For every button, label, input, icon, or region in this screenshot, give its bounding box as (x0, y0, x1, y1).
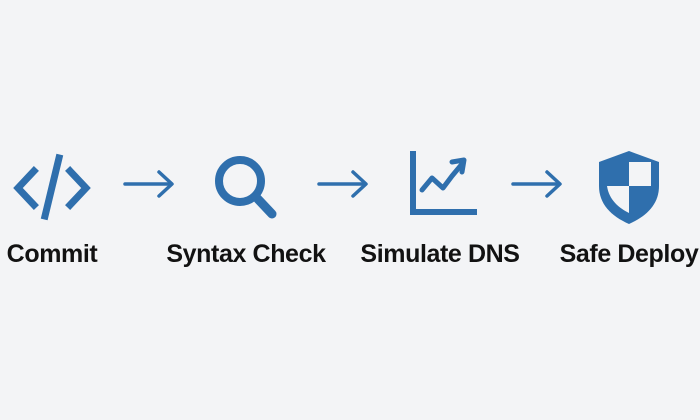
step-label-safe-deploy: Safe Deploy (559, 240, 699, 268)
code-icon (13, 153, 91, 221)
arrow-right-icon (122, 166, 178, 202)
arrow-right-icon (316, 166, 372, 202)
magnifier-icon (215, 156, 277, 219)
step-label-commit: Commit (6, 240, 98, 268)
step-safe-deploy: Safe Deploy (539, 148, 700, 278)
step-commit: Commit (0, 148, 142, 278)
step-label-simulate-dns: Simulate DNS (360, 240, 520, 268)
step-syntax-check: Syntax Check (156, 148, 336, 278)
step-label-syntax-check: Syntax Check (166, 240, 326, 268)
trend-chart-icon (410, 151, 477, 215)
arrow-right-icon (510, 166, 566, 202)
shield-icon (599, 151, 659, 224)
step-simulate-dns: Simulate DNS (350, 148, 530, 278)
